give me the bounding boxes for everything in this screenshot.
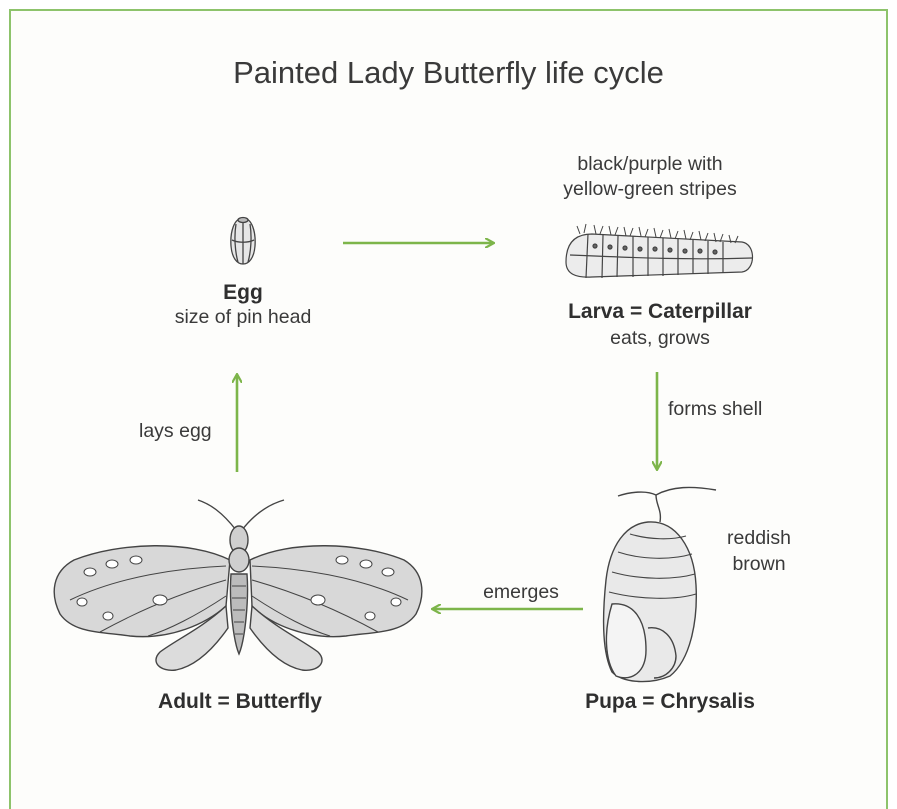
- egg-name: Egg: [193, 281, 293, 305]
- egg-description: size of pin head: [133, 306, 353, 329]
- pupa-note-line2: brown: [714, 553, 804, 576]
- larva-name: Larva = Caterpillar: [520, 300, 800, 324]
- butterfly-icon: [54, 500, 422, 670]
- label-forms-shell: forms shell: [668, 398, 762, 421]
- pupa-name: Pupa = Chrysalis: [540, 690, 800, 714]
- larva-note-line2: yellow-green stripes: [520, 178, 780, 201]
- label-lays-egg: lays egg: [139, 420, 212, 443]
- caterpillar-icon: [566, 224, 753, 278]
- larva-note-line1: black/purple with: [520, 153, 780, 176]
- adult-name: Adult = Butterfly: [100, 690, 380, 714]
- label-emerges: emerges: [466, 581, 576, 604]
- egg-icon: [231, 218, 255, 265]
- pupa-note-line1: reddish: [714, 527, 804, 550]
- larva-description: eats, grows: [560, 327, 760, 350]
- diagram-canvas: [0, 0, 897, 785]
- chrysalis-icon: [604, 487, 716, 681]
